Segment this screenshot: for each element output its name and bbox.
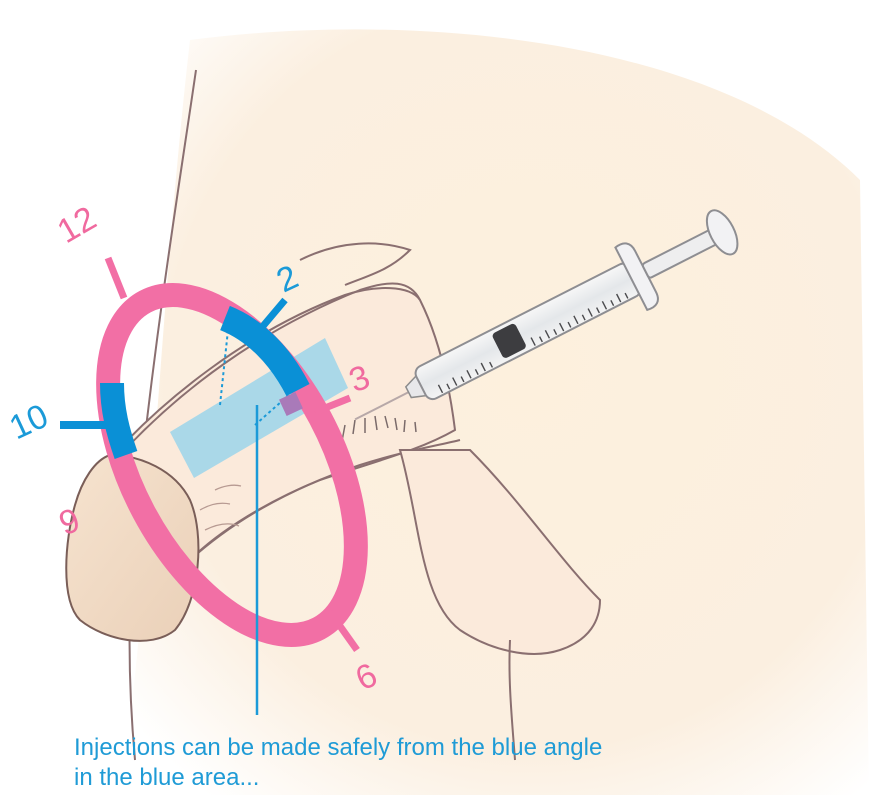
caption: Injections can be made safely from the b…: [74, 733, 854, 793]
caption-line-2: in the blue area...: [74, 763, 854, 793]
clock-segment-blue-10: [112, 383, 126, 455]
tick-12: [108, 258, 124, 298]
caption-line-1: Injections can be made safely from the b…: [74, 733, 854, 763]
